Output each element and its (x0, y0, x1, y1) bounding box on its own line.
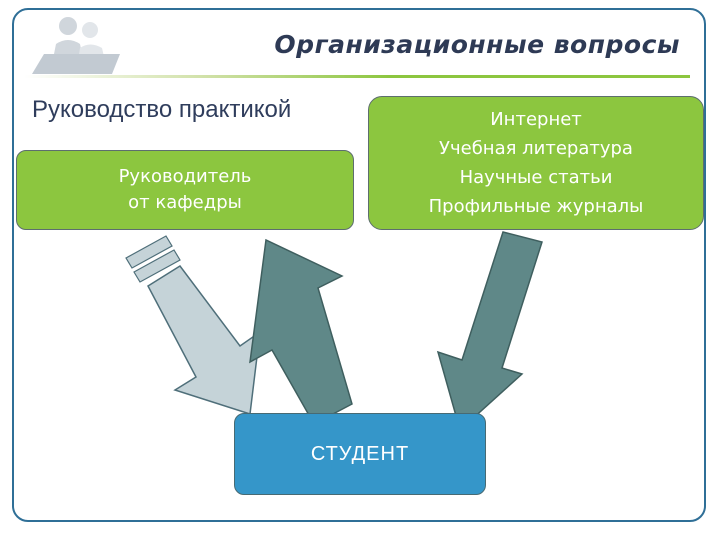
sources-box: Интернет Учебная литература Научные стат… (368, 96, 704, 230)
advisor-line-1: Руководитель (118, 166, 252, 187)
section-subtitle: Руководство практикой (32, 96, 292, 123)
advisor-line-2: от кафедры (128, 192, 242, 213)
student-label: СТУДЕНТ (310, 442, 410, 465)
dark-arrow-to-advisor (249, 238, 353, 426)
light-arrow-to-student (125, 235, 261, 415)
slide-frame (12, 8, 706, 522)
advisor-box: Руководитель от кафедры (16, 150, 354, 230)
student-box: СТУДЕНТ (234, 413, 486, 495)
sources-line-internet: Интернет (490, 109, 582, 130)
dark-arrow-from-sources (436, 231, 543, 432)
people-silhouette-logo-icon (32, 17, 120, 74)
sources-line-journals: Профильные журналы (428, 196, 644, 217)
title-underline (24, 75, 690, 78)
page-title: Организационные вопросы (274, 30, 680, 59)
sources-line-articles: Научные статьи (459, 167, 613, 188)
sources-line-literature: Учебная литература (439, 138, 633, 159)
